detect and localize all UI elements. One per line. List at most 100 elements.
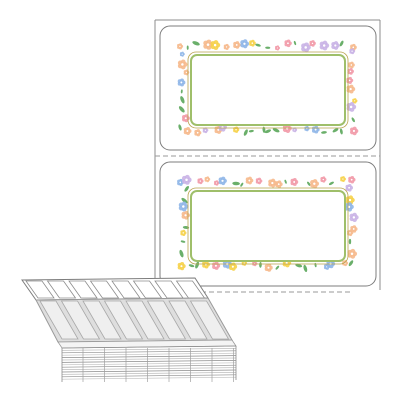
flower-icon [347, 248, 358, 259]
fanfold-cell [125, 300, 165, 340]
flower-icon [178, 201, 189, 212]
flower-center [314, 128, 318, 132]
leaf-icon [186, 45, 189, 50]
leaf-icon [180, 96, 185, 104]
flower-center [352, 129, 356, 133]
flower-center [179, 80, 183, 84]
label-writing-area [190, 190, 346, 262]
label-2 [159, 161, 377, 287]
flower-center [276, 46, 279, 50]
flower-icon [197, 177, 204, 185]
stack-edge-line [61, 374, 237, 378]
leaf-icon [307, 181, 311, 186]
flower-icon [177, 78, 186, 87]
flower-center [349, 70, 352, 73]
flower-center [184, 178, 189, 182]
flower-center [185, 71, 188, 74]
fanfold-cell [39, 300, 79, 340]
leaf-icon [184, 185, 189, 192]
leaf-icon [179, 249, 184, 258]
flower-center [311, 42, 314, 45]
leaf-icon [180, 240, 186, 243]
flower-icon [301, 42, 311, 53]
flower-center [235, 43, 239, 47]
leaf-icon [264, 129, 272, 134]
flower-center [350, 252, 354, 256]
flower-icon [350, 225, 358, 233]
leaf-icon [178, 106, 185, 113]
flower-center [292, 180, 296, 184]
fanfold-cell [168, 300, 208, 340]
flower-icon [177, 262, 186, 271]
flower-center [349, 105, 353, 109]
leaf-icon [275, 265, 280, 270]
leaf-icon [182, 226, 190, 229]
flower-center [181, 53, 184, 56]
flower-center [352, 227, 356, 231]
flower-icon [348, 175, 356, 184]
fanfold-cell [25, 280, 55, 299]
flower-icon [320, 176, 327, 183]
flower-icon [319, 40, 330, 51]
fanfold-cell [111, 280, 141, 299]
stack-edge-line [61, 352, 237, 356]
flower-icon [345, 183, 354, 192]
leaf-icon [180, 89, 183, 94]
floral-frame-icon [177, 39, 359, 137]
label-liner [154, 19, 381, 330]
stack-edge-line [61, 348, 237, 351]
fanfold-cell [189, 300, 230, 340]
stack-edge-line [61, 360, 237, 363]
flower-center [220, 179, 225, 183]
flower-icon [177, 43, 184, 50]
leaf-icon [178, 124, 182, 131]
fanfold-cell [146, 300, 187, 340]
leaf-icon [321, 131, 327, 134]
leaf-icon [243, 129, 248, 136]
leaf-icon [351, 117, 355, 123]
flower-center [303, 45, 308, 50]
fanfold-stack-cells [82, 348, 234, 382]
flower-center [234, 128, 238, 131]
flower-icon [177, 59, 188, 70]
leaf-icon [255, 43, 261, 47]
flower-center [206, 42, 210, 47]
flower-icon [210, 40, 221, 51]
fanfold-stack-edges [61, 345, 237, 382]
flower-icon [284, 39, 292, 48]
flower-icon [240, 39, 250, 49]
flower-center [347, 186, 351, 190]
flower-icon [180, 229, 187, 237]
flower-center [213, 43, 217, 47]
flower-icon [245, 176, 254, 185]
leaf-icon [248, 129, 254, 133]
flower-center [322, 43, 326, 48]
flower-center [178, 181, 182, 184]
flower-icon [290, 178, 299, 186]
flower-center [199, 179, 202, 183]
flower-icon [179, 51, 185, 57]
fanfold-cell [89, 280, 120, 299]
flower-icon [275, 180, 283, 188]
fanfold-cell [46, 280, 77, 299]
stack-edge-line [61, 362, 237, 366]
flower-icon [218, 176, 227, 186]
flower-center [204, 262, 208, 266]
leaf-icon [188, 264, 195, 268]
flower-center [247, 179, 251, 183]
fanfold-fold-cells [39, 300, 230, 340]
stack-edge-line [61, 376, 237, 380]
flower-center [353, 99, 356, 102]
fanfold-cell [132, 280, 163, 299]
flower-icon [311, 125, 320, 134]
stack-edge-line [61, 367, 237, 370]
leaf-icon [192, 41, 200, 46]
fanfold-cell [60, 300, 101, 340]
flower-icon [340, 176, 346, 183]
flower-icon [214, 180, 220, 186]
flower-center [341, 177, 345, 181]
flower-center [204, 129, 207, 132]
flower-icon [255, 177, 263, 185]
flower-center [349, 87, 353, 91]
leaf-icon [272, 128, 280, 133]
